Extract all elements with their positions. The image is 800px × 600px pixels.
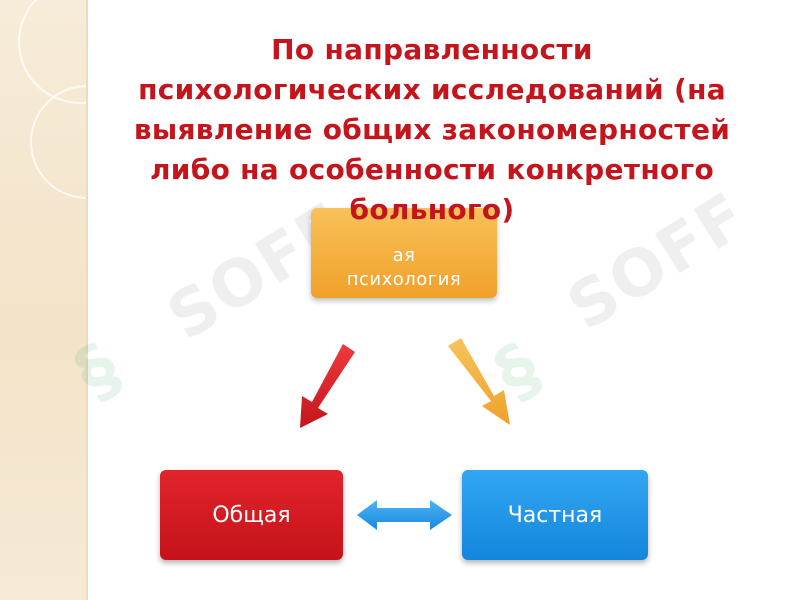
- slide-title: По направленности психологических исслед…: [133, 33, 731, 226]
- node-particular-label: Частная: [507, 502, 603, 528]
- node-top-label: ая психология: [346, 245, 462, 290]
- node-particular: Частная: [462, 470, 648, 560]
- arrow-to-particular: [448, 338, 510, 425]
- node-top-psychology: ая психология: [311, 208, 497, 298]
- node-general: Общая: [160, 470, 343, 560]
- decorative-side-band: [0, 0, 144, 600]
- arrow-to-general: [300, 344, 355, 428]
- node-general-label: Общая: [212, 502, 291, 528]
- arrow-double-horizontal: [357, 500, 452, 530]
